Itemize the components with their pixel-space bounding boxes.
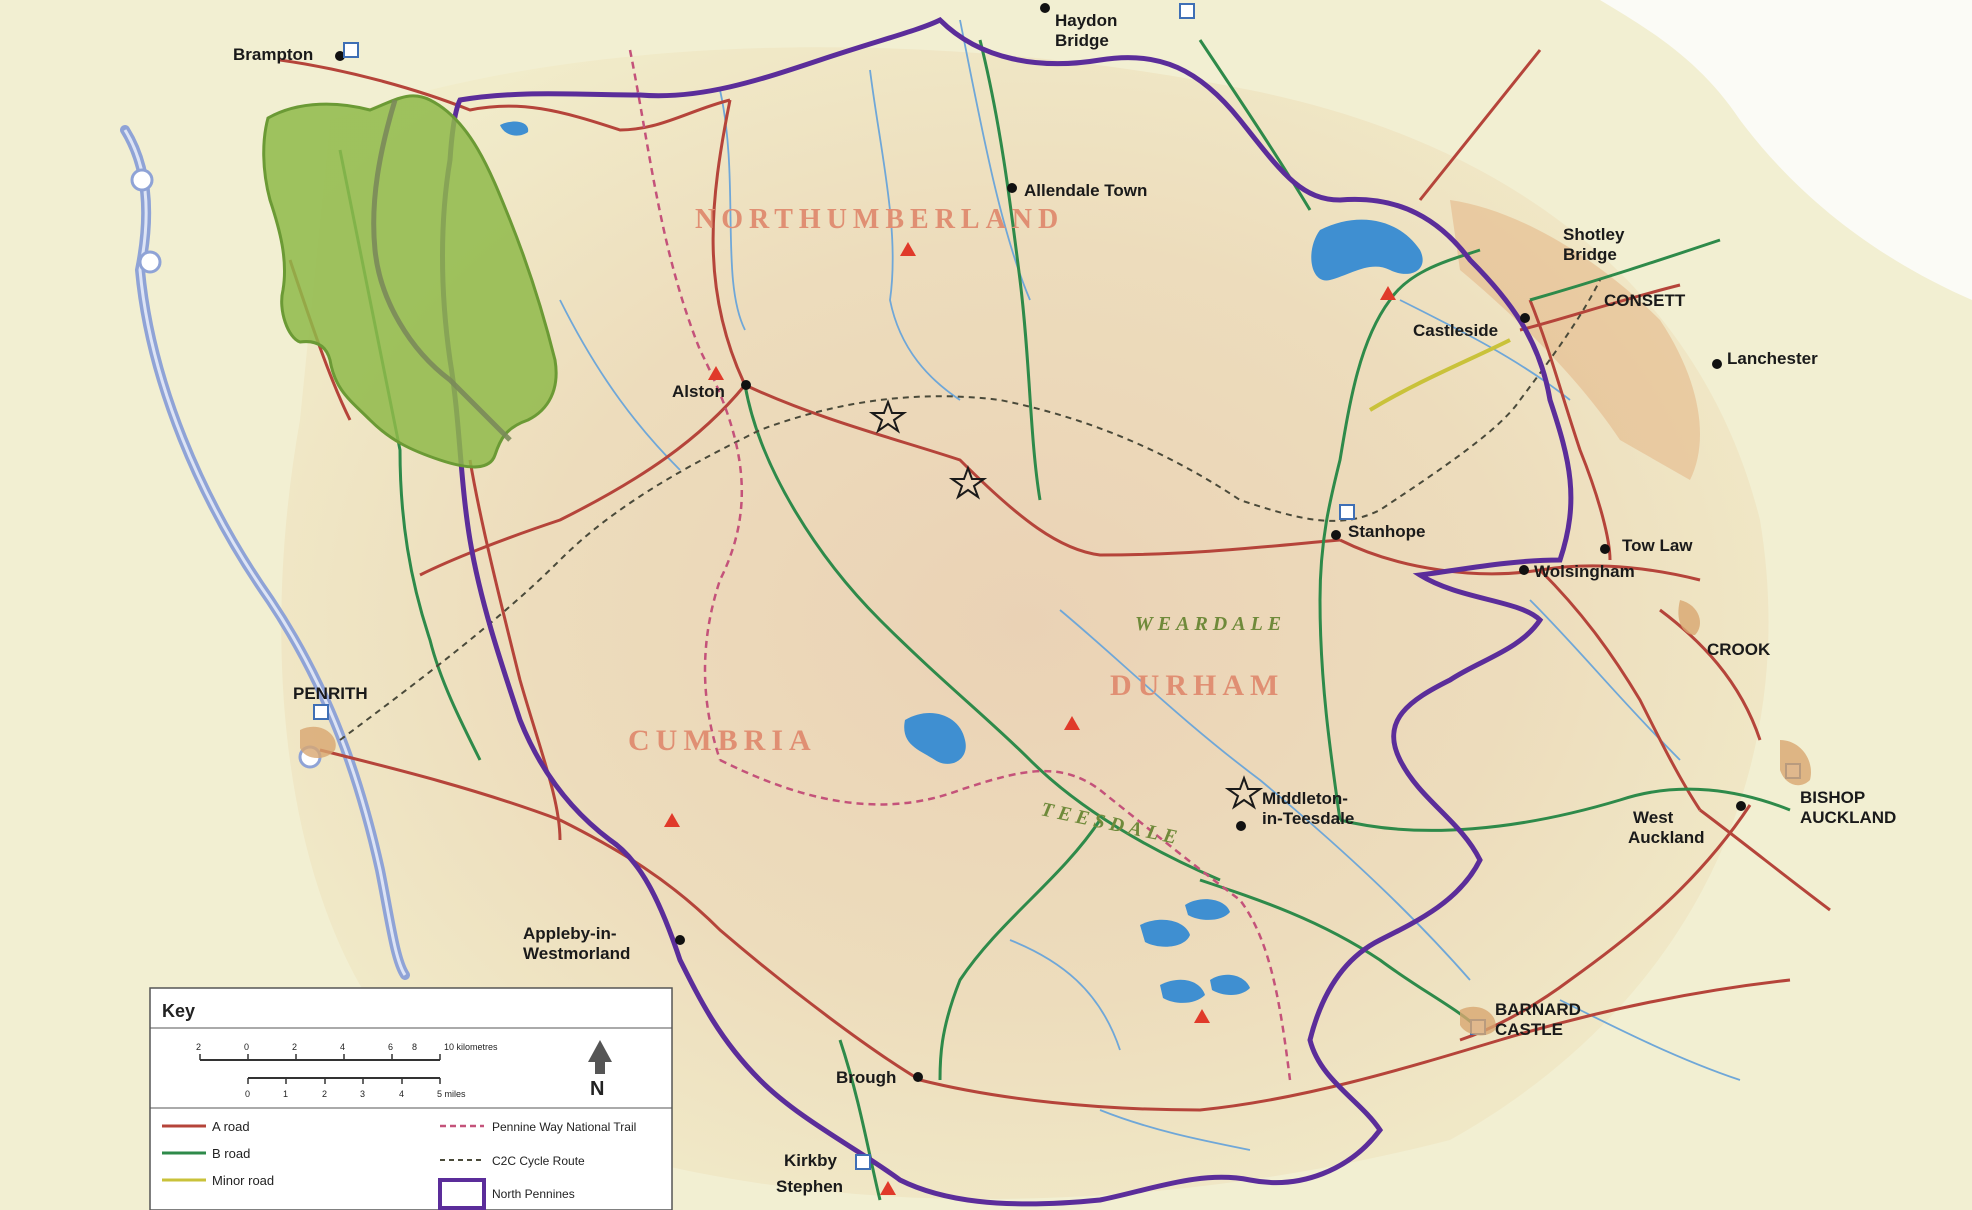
town-bishop: BISHOP [1800,788,1865,807]
town-middleton: Middleton- [1262,789,1348,808]
legend-label-b-road: B road [212,1146,250,1161]
scale-km-label: 10 kilometres [444,1042,498,1052]
town-kirkby-stephen: Stephen [776,1177,843,1196]
terrain-shading [281,47,1769,1200]
urban-patches [300,600,1811,1036]
scale-mile-label: 0 [245,1089,250,1099]
town-haydon-bridge: Bridge [1055,31,1109,50]
town-appleby: Appleby-in- [523,924,617,943]
blackton-reservoir [1210,974,1250,995]
town-west: West [1633,808,1674,827]
star-markers [868,399,1264,810]
town-wolsingham: Wolsingham [1534,562,1635,581]
motorway-junction [130,168,154,192]
minor-road [1368,338,1511,412]
dale-weardale: WEARDALE [1135,613,1286,635]
legend-label-pennine-way: Pennine Way National Trail [492,1120,636,1134]
legend-label-a-road: A road [212,1119,250,1134]
scale-mile-label: 3 [360,1089,365,1099]
legend-label-north-pennines: North Pennines [492,1187,575,1201]
selset-reservoir [1140,919,1190,947]
scale-mile-label: 2 [322,1089,327,1099]
town-middleton-teesdale: in-Teesdale [1262,809,1354,828]
scale-km-label: 2 [292,1042,297,1052]
grassholme-reservoir [1185,899,1230,920]
town-dots [335,3,1746,1082]
town-towlaw: Tow Law [1622,536,1693,555]
town-allendale: Allendale Town [1024,181,1147,200]
legend-label-c2c: C2C Cycle Route [492,1154,585,1168]
town-stanhope: Stanhope [1348,522,1425,541]
scale-km-label: 8 [412,1042,417,1052]
legend-label-minor-road: Minor road [212,1173,274,1188]
balderhead-reservoir [1160,979,1205,1003]
town-brampton: Brampton [233,45,313,64]
town-brough: Brough [836,1068,896,1087]
town-bishop-auckland: AUCKLAND [1800,808,1896,827]
county-cumbria: CUMBRIA [628,724,817,757]
county-durham: DURHAM [1110,669,1284,702]
north-arrow-icon [588,1040,612,1062]
highlight-region [262,94,558,469]
town-crook: CROOK [1707,640,1771,659]
summit-triangles [664,242,1396,1195]
legend-swatch-north-pennines [438,1178,486,1210]
town-penrith: PENRITH [293,684,368,703]
town-west-auckland: Auckland [1628,828,1705,847]
town-shotley-bridge: Bridge [1563,245,1617,264]
a-roads [279,49,1831,1112]
town-appleby-westmorland: Westmorland [523,944,630,963]
key-title: Key [162,1001,195,1021]
town-shotley: Shotley [1563,225,1625,244]
motorway-junction [138,250,162,274]
scale-mile-label: 1 [283,1089,288,1099]
tindale-tarn [500,121,529,136]
county-northumberland: NORTHUMBERLAND [695,204,1064,235]
town-haydon: Haydon [1055,11,1117,30]
highlight-road [371,99,512,442]
scale-km-label: 2 [196,1042,201,1052]
white-sea [1600,0,1972,300]
key-panel [149,987,673,1210]
map-key: Key 2 0 2 4 6 8 10 kilometres 0 1 2 3 4 … [149,987,673,1210]
town-kirkby: Kirkby [784,1151,837,1170]
scale-km-label: 4 [340,1042,345,1052]
north-label: N [590,1078,604,1100]
consett-urban [1450,200,1700,480]
pennine-way [628,49,1292,1081]
scale-mile-label: 4 [399,1089,404,1099]
town-lanchester: Lanchester [1727,349,1818,368]
scale-km-label: 0 [244,1042,249,1052]
derwent-reservoir [1311,219,1423,281]
b-roads [338,39,1791,1201]
town-barnard-castle: CASTLE [1495,1020,1563,1039]
aonb-boundary [440,16,1574,1207]
town-castleside: Castleside [1413,321,1498,340]
scale-mile-label: 5 miles [437,1089,466,1099]
scale-ticks [199,1054,441,1084]
c2c-cycle-route [339,279,1601,741]
town-barnard: BARNARD [1495,1000,1581,1019]
scale-km-label: 6 [388,1042,393,1052]
town-consett: CONSETT [1604,291,1686,310]
town-alston: Alston [672,382,725,401]
cow-green-reservoir [904,712,966,764]
